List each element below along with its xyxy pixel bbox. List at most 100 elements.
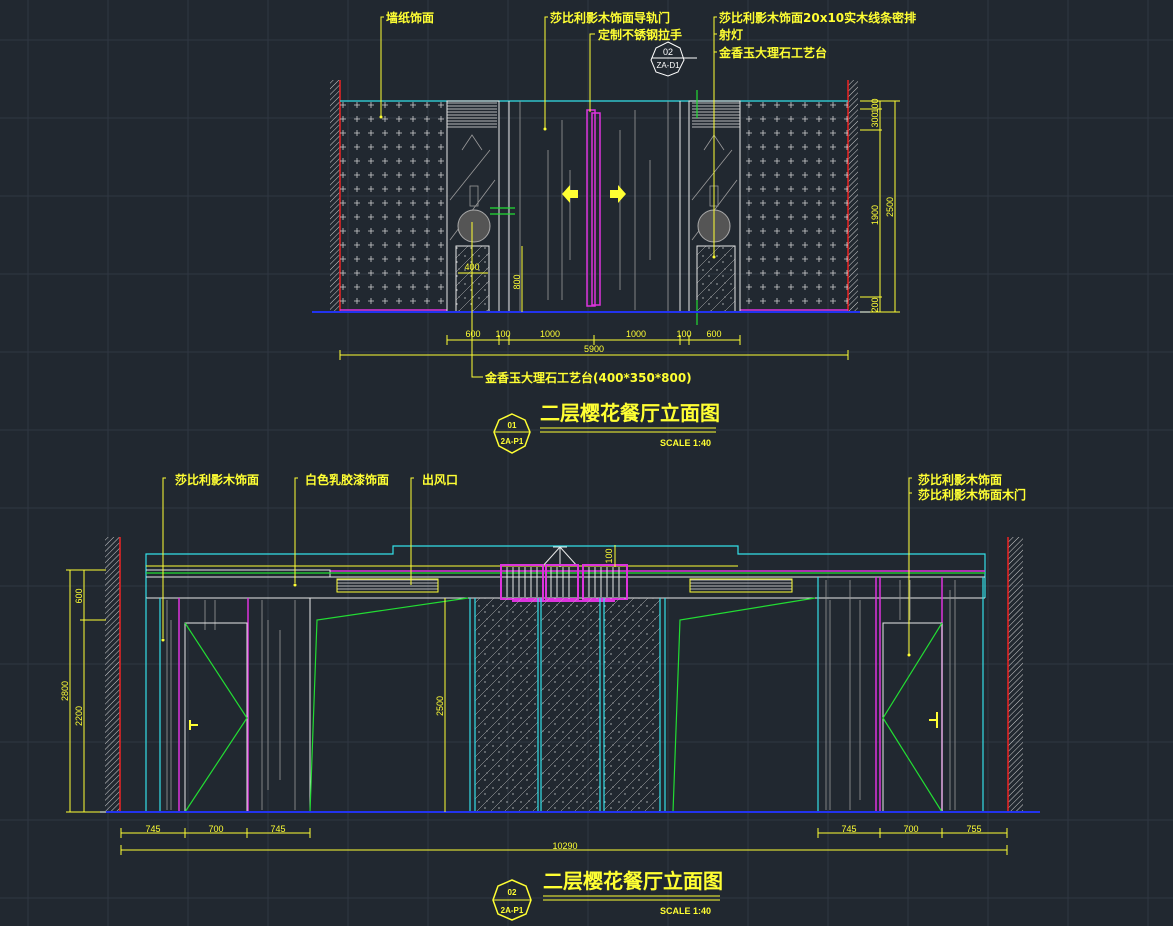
door-left xyxy=(184,622,248,813)
title-bottom: 二层樱花餐厅立面图 xyxy=(543,869,723,893)
dim-vertical-bottom: 2200 xyxy=(74,706,84,726)
label-handle: 定制不锈钢拉手 xyxy=(598,27,682,42)
leader-dot xyxy=(907,653,911,657)
dimension-lines-right xyxy=(860,100,900,313)
leader-dot xyxy=(543,127,547,131)
handle-bar xyxy=(586,109,596,307)
callout-sheet: ZA-D1 xyxy=(656,61,680,70)
marble-panel-1 xyxy=(475,598,538,812)
dim-vertical-top: 600 xyxy=(74,588,84,603)
wood-grain-right xyxy=(825,580,956,810)
dim-vertical-center: 2500 xyxy=(435,696,445,716)
spotlight-beam xyxy=(461,134,725,151)
dim-bottom-left-2: 700 xyxy=(208,824,223,834)
dim-right-3: 1900 xyxy=(870,205,880,225)
door-right xyxy=(882,622,943,813)
perspective-line-left xyxy=(309,597,469,813)
dimension-lines-top xyxy=(339,335,849,360)
wallpaper-panel-right xyxy=(740,101,848,310)
label-sliding-door: 莎比利影木饰面导轨门 xyxy=(550,10,670,25)
door-left-swing xyxy=(184,622,248,813)
section-marker-left xyxy=(490,207,515,215)
dim-bottom-left-1: 745 xyxy=(145,824,160,834)
glass-reflection xyxy=(449,149,738,241)
wall-left-hatch xyxy=(105,537,120,812)
louver-left xyxy=(447,101,497,128)
label-air-outlet: 出风口 xyxy=(422,472,458,487)
door-right-swing xyxy=(882,622,943,813)
handle-bar-inner xyxy=(591,112,601,306)
dim-bottom-left-3: 745 xyxy=(270,824,285,834)
label-wood-door-right: 莎比利影木饰面木门 xyxy=(918,487,1026,502)
label-wallpaper: 墙纸饰面 xyxy=(386,10,434,25)
louver-right xyxy=(692,101,740,128)
ceiling-outline xyxy=(145,545,986,598)
perspective-line-right xyxy=(672,597,816,813)
dim-right-total: 2500 xyxy=(885,197,895,217)
door-left-trim xyxy=(178,598,249,812)
dim-right-4: 200 xyxy=(870,297,880,312)
dim-stand-height: 800 xyxy=(512,274,522,289)
door-handle-left-icon xyxy=(189,720,198,730)
scale-bottom: SCALE 1:40 xyxy=(660,906,711,916)
wallpaper-panel-left xyxy=(340,101,447,310)
arrow-right-icon xyxy=(610,185,626,203)
dim-top-4: 1000 xyxy=(626,329,646,339)
wall-left-hatch xyxy=(330,80,340,312)
label-marble-stand: 金香玉大理石工艺台 xyxy=(718,45,827,60)
label-wood-strips: 莎比利影木饰面20x10实木线条密排 xyxy=(719,10,916,25)
dim-vertical-total: 2800 xyxy=(60,681,70,701)
label-spotlight: 射灯 xyxy=(718,27,743,42)
leader-latex-paint xyxy=(294,477,298,583)
title-bubble-sheet: 2A-P1 xyxy=(501,906,524,915)
panel-left-edges xyxy=(145,598,161,812)
label-wood-right: 莎比利影木饰面 xyxy=(918,472,1002,487)
title-top: 二层樱花餐厅立面图 xyxy=(540,401,720,425)
air-outlet-right xyxy=(689,578,793,593)
dim-top-6: 600 xyxy=(706,329,721,339)
title-bubble-sheet: 2A-P1 xyxy=(501,437,524,446)
dim-right-1: 100 xyxy=(870,98,880,113)
dim-top-2: 100 xyxy=(495,329,510,339)
leader-dot xyxy=(293,583,297,587)
leader-sliding-door xyxy=(544,16,548,129)
elevation-bottom: 100 莎比利影木饰面 白色乳胶漆饰面 出风口 莎比利影木饰面 莎比利影木饰面木… xyxy=(60,472,1040,921)
wood-grain xyxy=(519,101,669,312)
leader-dot xyxy=(161,638,165,642)
elevation-top: 墙纸饰面 莎比利影木饰面导轨门 定制不锈钢拉手 莎比利影木饰面20x10实木线条… xyxy=(312,10,916,454)
sliding-door xyxy=(508,101,681,312)
wall-right-hatch xyxy=(848,80,858,312)
leader-dot xyxy=(712,255,716,259)
section-callout[interactable]: 02 ZA-D1 xyxy=(650,41,697,77)
label-latex-paint: 白色乳胶漆饰面 xyxy=(305,472,389,487)
dim-top-3: 1000 xyxy=(540,329,560,339)
air-outlet-left xyxy=(336,578,439,593)
leader-dot xyxy=(379,115,383,119)
dim-bottom-total: 10290 xyxy=(552,841,577,851)
wall-right-hatch xyxy=(1008,537,1023,812)
door-frame xyxy=(508,101,681,312)
dimension-lines-bottom xyxy=(120,828,1008,855)
leader-wallpaper xyxy=(380,16,384,117)
door-handle-right-icon xyxy=(929,712,938,728)
wood-grain-left xyxy=(166,600,296,810)
dimension-lines-vertical xyxy=(66,569,446,813)
arrow-left-icon xyxy=(562,185,578,203)
leader-marble-stand xyxy=(471,222,483,378)
dim-bottom-right-2: 700 xyxy=(903,824,918,834)
marble-panel-2 xyxy=(541,598,600,812)
dim-chandelier: 100 xyxy=(604,548,614,563)
title-block-bottom: 02 2A-P1 二层樱花餐厅立面图 SCALE 1:40 xyxy=(492,869,723,921)
scale-top: SCALE 1:40 xyxy=(660,438,711,448)
leader-right-group xyxy=(713,16,717,257)
marble-panel-edges xyxy=(469,598,666,812)
leader-handle xyxy=(589,33,595,112)
dim-bottom-right-3: 755 xyxy=(966,824,981,834)
label-wood-left: 莎比利影木饰面 xyxy=(175,472,259,487)
dim-stand-width: 400 xyxy=(464,262,479,272)
dimension-lines-stand xyxy=(458,246,523,312)
title-block-top: 01 2A-P1 二层樱花餐厅立面图 SCALE 1:40 xyxy=(493,401,720,454)
dim-top-total: 5900 xyxy=(584,344,604,354)
leader-wood-right xyxy=(908,477,912,656)
